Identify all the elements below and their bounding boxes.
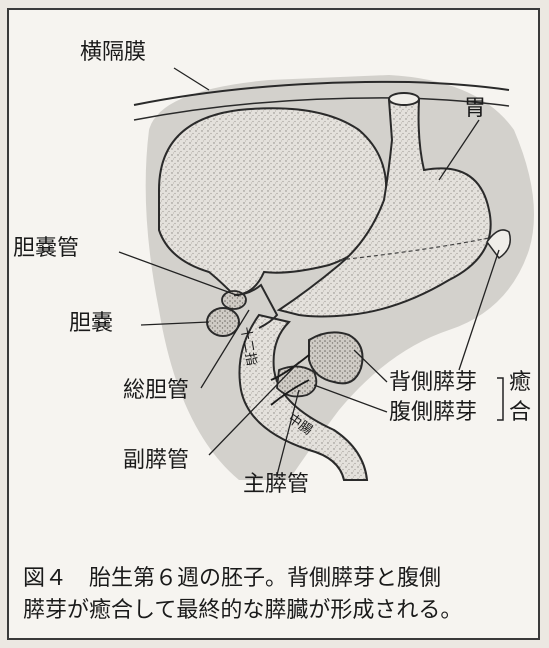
- leader-diaphragm: [174, 68, 209, 90]
- label-common-bile-duct: 総胆管: [123, 380, 189, 402]
- gallbladder: [207, 308, 239, 336]
- esophagus-opening: [389, 93, 419, 105]
- label-main-pancreatic-duct: 主膵管: [243, 474, 309, 496]
- label-stomach: 胃: [464, 98, 486, 120]
- caption-line-1: 図４ 胎生第６週の胚子。背側膵芽と腹側: [23, 568, 441, 590]
- label-gallbladder: 胆嚢: [69, 313, 113, 335]
- label-accessory-pancreatic-duct: 副膵管: [123, 450, 189, 472]
- label-dorsal-pancreatic-bud: 背側膵芽: [389, 372, 477, 394]
- label-ventral-pancreatic-bud: 腹側膵芽: [389, 402, 477, 424]
- label-fusion-2: 合: [509, 402, 531, 424]
- label-diaphragm: 横隔膜: [80, 42, 146, 64]
- label-cystic-duct: 胆嚢管: [13, 238, 79, 260]
- label-fusion-1: 癒: [509, 372, 531, 394]
- embryo-illustration: [9, 10, 538, 510]
- ventral-bud-shape: [277, 366, 316, 396]
- figure-frame: 横隔膜 胃 胆嚢管 胆嚢 総胆管 副膵管 主膵管 背側膵芽 腹側膵芽 癒 合 十…: [7, 8, 540, 640]
- fusion-bracket: [497, 378, 503, 420]
- caption-line-2: 膵芽が癒合して最終的な膵臓が形成される。: [23, 600, 462, 622]
